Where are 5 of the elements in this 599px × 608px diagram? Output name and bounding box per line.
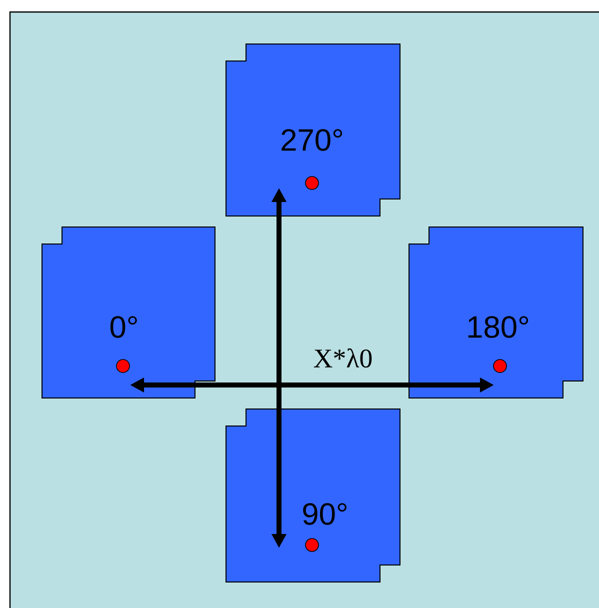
square-tile: 90° xyxy=(226,408,400,582)
square-tile: 180° xyxy=(408,226,584,398)
square-tile: 270° xyxy=(226,44,400,216)
edge-label: X*λ0 xyxy=(314,348,372,368)
square-tile: 0° xyxy=(42,226,216,398)
